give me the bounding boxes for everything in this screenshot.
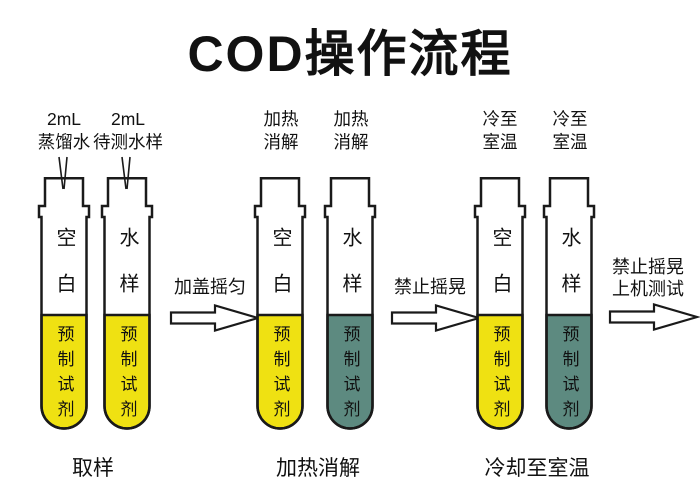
tube-annotation-test-water: 2mL 待测水样 [78, 108, 178, 154]
tube-blank-cooled: 空白 预制试剂 [473, 177, 527, 431]
annotation-line: 加热 [263, 109, 299, 129]
reagent-label: 预制试剂 [270, 325, 290, 425]
tube-annotation-heat-blank: 加热 消解 [231, 108, 331, 154]
arrow-label-no-shake: 禁止摇晃 [360, 276, 500, 298]
tube-annotation-cool-blank: 冷至 室温 [450, 108, 550, 154]
tube-outline [100, 177, 154, 430]
annotation-line: 消解 [333, 132, 369, 152]
tube-outline [323, 177, 377, 430]
annotation-line: 室温 [552, 132, 588, 152]
tube-outline [542, 177, 596, 430]
arrow-label-line: 禁止摇晃 [394, 277, 466, 297]
tube-content-label: 空白 [269, 227, 291, 319]
reagent-label: 预制试剂 [340, 325, 360, 425]
annotation-line: 冷至 [552, 109, 588, 129]
annotation-line: 蒸馏水 [37, 132, 91, 152]
tube-sample-sampling: 水样 预制试剂 [100, 177, 154, 431]
annotation-line: 2mL [110, 109, 146, 129]
tube-drawing [100, 177, 154, 430]
annotation-line: 冷至 [482, 109, 518, 129]
tube-content-label: 水样 [558, 227, 580, 319]
flow-arrow-icon [608, 303, 700, 331]
tube-drawing [253, 177, 307, 430]
tube-blank-sampling: 空白 预制试剂 [37, 177, 91, 431]
tube-annotation-heat-sample: 加热 消解 [301, 108, 401, 154]
tube-outline [473, 177, 527, 430]
tube-sample-digestion: 水样 预制试剂 [323, 177, 377, 431]
tube-content-label: 水样 [339, 227, 361, 319]
arrow-label-shake: 加盖摇匀 [140, 276, 280, 298]
reagent-label: 预制试剂 [54, 325, 74, 425]
tube-drawing [473, 177, 527, 430]
arrow-label-line: 上机测试 [612, 279, 684, 299]
tube-outline [253, 177, 307, 430]
tube-content-label: 水样 [116, 227, 138, 319]
tube-content-label: 空白 [53, 227, 75, 319]
annotation-line: 消解 [263, 132, 299, 152]
tube-drawing [323, 177, 377, 430]
tube-drawing [37, 177, 91, 430]
flow-arrow-icon [169, 304, 261, 332]
annotation-line: 室温 [482, 132, 518, 152]
tube-blank-digestion: 空白 预制试剂 [253, 177, 307, 431]
stage-label-sampling: 取样 [72, 457, 114, 480]
annotation-line: 待测水样 [93, 132, 163, 152]
arrow-label-machine-test: 禁止摇晃 上机测试 [578, 256, 700, 300]
tube-content-label: 空白 [489, 227, 511, 319]
pour-lines-icon [121, 156, 131, 190]
reagent-label: 预制试剂 [490, 325, 510, 425]
tube-drawing [542, 177, 596, 430]
arrow-label-line: 禁止摇晃 [612, 257, 684, 277]
stage-label-digestion: 加热消解 [276, 457, 360, 480]
stage-label-cooling: 冷却至室温 [484, 457, 590, 480]
tube-annotation-distilled-water: 2mL 蒸馏水 [14, 108, 114, 154]
page-title: COD操作流程 [187, 26, 513, 82]
tube-outline [37, 177, 91, 430]
annotation-line: 2mL [46, 109, 82, 129]
tube-sample-cooled: 水样 预制试剂 [542, 177, 596, 431]
reagent-label: 预制试剂 [117, 325, 137, 425]
pour-lines-icon [58, 156, 68, 190]
tube-annotation-cool-sample: 冷至 室温 [520, 108, 620, 154]
annotation-line: 加热 [333, 109, 369, 129]
flow-arrow-icon [390, 304, 482, 332]
reagent-label: 预制试剂 [559, 325, 579, 425]
arrow-label-line: 加盖摇匀 [174, 277, 246, 297]
